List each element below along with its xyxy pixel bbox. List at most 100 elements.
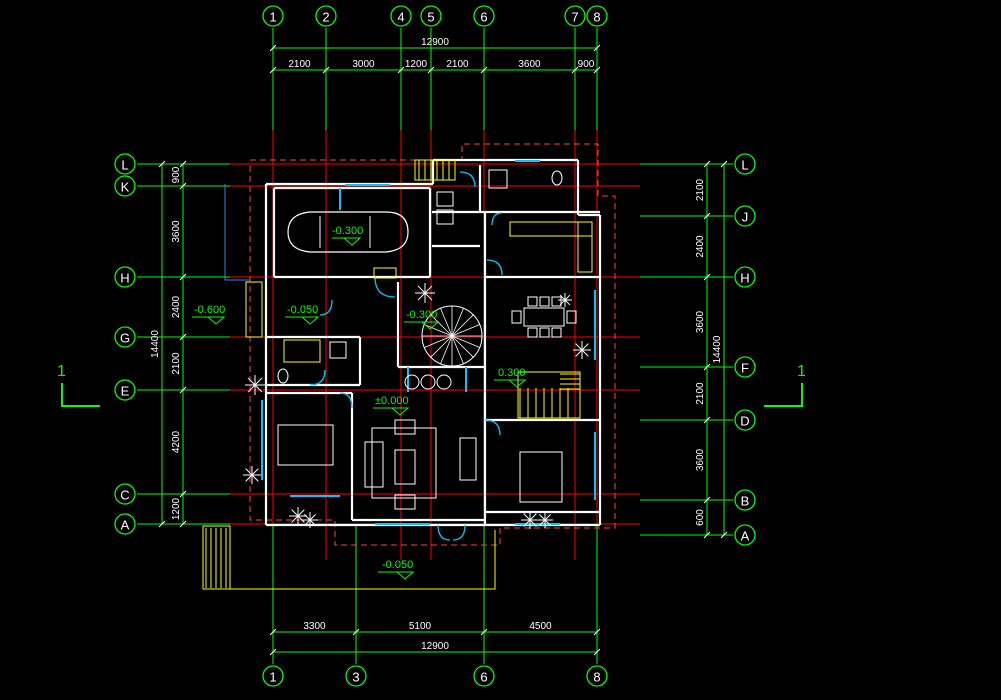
spiral-tread — [424, 324, 453, 337]
level-entrance: -0.050 — [382, 559, 413, 571]
dim-tick — [703, 273, 711, 281]
spiral-tread — [451, 308, 464, 337]
axis-bubble-left-circle — [114, 326, 136, 348]
axis-bubble-bottom-circle — [473, 665, 495, 687]
toilet — [551, 170, 563, 186]
plant-leaf — [424, 285, 433, 294]
dim-tick — [179, 160, 187, 168]
door-swing — [309, 369, 326, 386]
coffee-table — [394, 449, 416, 485]
plant-leaf — [303, 513, 311, 521]
level-symbol — [378, 571, 415, 580]
plant-leaf — [291, 515, 299, 523]
entrance-platform — [229, 526, 496, 590]
door-swing — [484, 419, 501, 436]
dim-top-label: 900 — [578, 59, 595, 70]
axis-bubble-left: K — [121, 180, 130, 195]
dining-table — [523, 307, 565, 327]
dim-bottom-total-label: 12900 — [421, 641, 449, 652]
plant-leaf — [544, 513, 552, 521]
spiral-tread — [424, 335, 453, 348]
spiral-tread — [451, 324, 480, 337]
boundary-outline — [249, 143, 616, 546]
plant-leaf — [251, 474, 259, 482]
axis-bubble-bottom: 1 — [269, 670, 276, 685]
dim-left-label: 1200 — [171, 497, 182, 520]
bar-stool — [420, 374, 436, 390]
door-swing — [437, 524, 466, 541]
axis-bubble-right-circle — [734, 524, 756, 546]
axis-bubble-right: L — [741, 158, 748, 173]
plant-leaf — [581, 343, 589, 351]
dim-right-label: 2400 — [695, 235, 706, 258]
dim-tick — [158, 160, 166, 168]
dim-tick — [179, 490, 187, 498]
dim-left-label: 3600 — [171, 220, 182, 243]
dim-tick — [269, 648, 277, 656]
car-windows — [319, 216, 371, 248]
plant-leaf — [247, 384, 256, 393]
dim-tick — [427, 66, 435, 74]
plant-leaf — [564, 299, 571, 306]
axis-bubble-top: 2 — [322, 10, 329, 25]
walls — [264, 158, 602, 527]
dining-chair — [539, 327, 550, 338]
plant-leaf — [529, 513, 537, 521]
dim-tick — [397, 66, 405, 74]
axis-bubble-top: 7 — [571, 10, 578, 25]
dim-top-label: 3600 — [518, 59, 541, 70]
shower — [488, 169, 508, 189]
dim-tick — [179, 333, 187, 341]
dim-tick — [179, 386, 187, 394]
level-markers: -0.300 -0.600 -0.050 -0.300 0.300 ±0.000… — [192, 225, 527, 580]
dim-top-label: 2100 — [446, 59, 469, 70]
axis-bubble-left: C — [120, 488, 129, 503]
dim-tick — [571, 66, 579, 74]
toilet — [277, 368, 289, 384]
dim-right-label: 3600 — [695, 448, 706, 471]
dim-right-label: 2100 — [695, 178, 706, 201]
plant-leaf — [245, 474, 253, 482]
axis-bubble-top-circle — [564, 5, 586, 27]
axis-bubble-right: B — [741, 494, 750, 509]
tv-cabinet — [459, 437, 477, 481]
armchair — [394, 419, 416, 435]
level-symbol — [285, 316, 320, 325]
spiral-tread — [451, 335, 464, 364]
stair-north — [414, 159, 456, 181]
windows — [261, 160, 596, 541]
plant-leaf — [559, 294, 566, 301]
dim-right-label: 2100 — [695, 382, 706, 405]
door-swing — [459, 171, 476, 188]
axis-bubble-right: D — [740, 414, 749, 429]
garage-step — [373, 267, 397, 279]
dim-tick — [593, 66, 601, 74]
axis-bubble-top: 6 — [480, 10, 487, 25]
axis-bubble-top-circle — [473, 5, 495, 27]
kitchen-counter-side — [577, 221, 593, 273]
axis-bubble-left-circle — [114, 266, 136, 288]
door-swing — [339, 392, 353, 409]
axis-bubble-left: L — [121, 158, 128, 173]
axis-bubble-top-circle — [315, 5, 337, 27]
level-living: ±0.000 — [375, 395, 409, 407]
dim-tick — [179, 273, 187, 281]
axis-bubble-top: 5 — [427, 10, 434, 25]
dining-chair — [539, 296, 550, 307]
dim-tick — [703, 160, 711, 168]
dim-top-label: 2100 — [288, 59, 311, 70]
dim-left-total-label: 14400 — [150, 330, 161, 358]
plant-leaf — [575, 343, 583, 351]
dim-bottom-label: 5100 — [409, 621, 432, 632]
axis-bubble-right: A — [741, 529, 750, 544]
axis-bubble-bottom-circle — [345, 665, 367, 687]
axis-bubble-top-circle — [586, 5, 608, 27]
dim-tick — [269, 66, 277, 74]
axis-bubble-left: E — [121, 384, 130, 399]
sink — [329, 341, 347, 359]
dim-tick — [352, 628, 360, 636]
section-label-right: 1 — [797, 363, 806, 380]
door-swing — [374, 276, 396, 298]
axis-bubble-right-circle — [734, 489, 756, 511]
